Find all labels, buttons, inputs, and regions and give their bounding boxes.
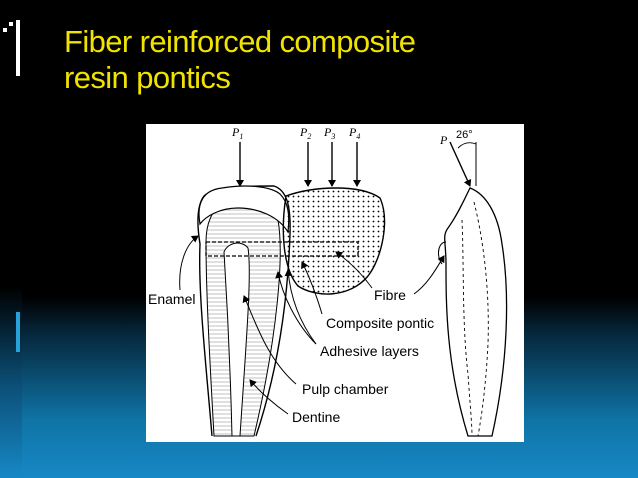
angle-arc: [457, 142, 477, 149]
left-sidebar-band: [0, 0, 22, 478]
label-enamel: Enamel: [148, 291, 195, 307]
leader-pulp-chamber: [242, 295, 297, 385]
composite-pontic: [282, 187, 386, 295]
slide-title-line-2: resin pontics: [64, 60, 231, 95]
leader-adhesive-1: [284, 269, 317, 345]
load-arrow-p-angled: [449, 141, 472, 187]
label-angle: 26°: [456, 129, 473, 141]
fibre-band: [205, 241, 359, 257]
side-decoration-bar: [16, 312, 20, 352]
corner-decoration-square: [9, 22, 13, 26]
leader-fibre: [335, 251, 373, 289]
label-p3: P3: [323, 125, 335, 141]
leader-dentine: [249, 379, 289, 415]
corner-decoration-square: [3, 28, 7, 32]
slide-title: Fiber reinforced composite resin pontics: [64, 24, 584, 96]
label-p2: P2: [299, 125, 311, 141]
leader-fibre-2: [413, 255, 445, 295]
label-pulp-chamber: Pulp chamber: [302, 381, 389, 397]
leader-enamel: [179, 235, 199, 291]
side-view-tooth-inner: [473, 201, 489, 437]
label-dentine: Dentine: [292, 409, 340, 425]
label-fibre: Fibre: [374, 287, 406, 303]
corner-decoration-bar: [16, 20, 20, 76]
label-p1: P1: [231, 125, 243, 141]
pulp-chamber: [223, 242, 250, 437]
label-composite-pontic: Composite pontic: [326, 315, 434, 331]
label-p4: P4: [348, 125, 360, 141]
leader-composite-pontic: [301, 261, 323, 315]
slide-title-line-1: Fiber reinforced composite: [64, 24, 416, 59]
leader-adhesive-2: [275, 271, 317, 345]
side-view-tooth: [444, 187, 508, 437]
label-p-angled: P: [439, 133, 448, 147]
label-adhesive-layers: Adhesive layers: [320, 343, 419, 359]
side-view-tooth-inner-2: [461, 219, 473, 437]
dental-diagram: P1 P2 P3 P4 P 26° Enamel Fibre Composite…: [146, 124, 524, 442]
